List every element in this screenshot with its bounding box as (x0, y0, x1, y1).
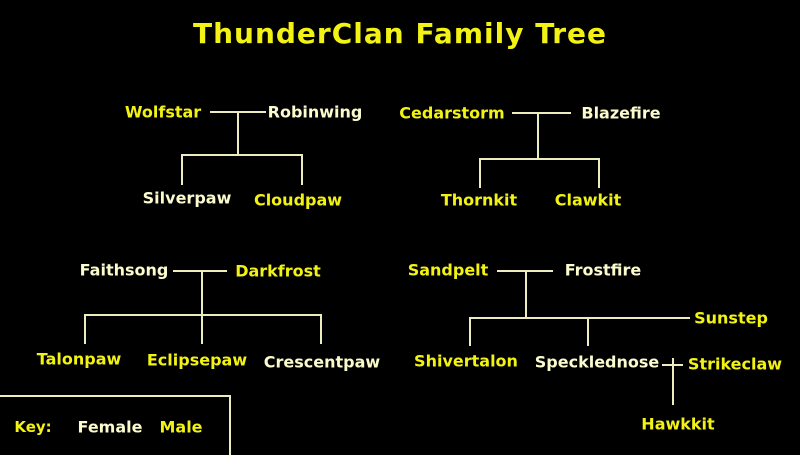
person-specklednose: Specklednose (534, 352, 660, 372)
child-drop-family2-left (479, 158, 481, 188)
key-label: Key: (14, 418, 52, 436)
person-crescentpaw: Crescentpaw (263, 352, 381, 372)
person-strikeclaw: Strikeclaw (687, 354, 783, 374)
person-shivertalon: Shivertalon (414, 351, 518, 371)
child-drop-family3-middle (201, 314, 203, 344)
descent-line-family2 (537, 112, 539, 160)
person-cloudpaw: Cloudpaw (253, 190, 343, 210)
descent-line-family1 (237, 111, 239, 156)
sibling-line-family2 (479, 158, 600, 160)
person-silverpaw: Silverpaw (142, 188, 232, 208)
person-talonpaw: Talonpaw (36, 349, 122, 369)
person-frostfire: Frostfire (564, 260, 642, 280)
person-sunstep: Sunstep (694, 308, 768, 328)
person-clawkit: Clawkit (554, 190, 622, 210)
person-sandpelt: Sandpelt (407, 260, 489, 280)
key-entry-male: Male (159, 417, 203, 437)
person-blazefire: Blazefire (581, 103, 661, 123)
person-thornkit: Thornkit (440, 190, 518, 210)
person-darkfrost: Darkfrost (235, 261, 321, 281)
sibling-line-family4 (469, 317, 690, 319)
couple-line-family3 (173, 270, 227, 272)
descent-line-specklednose-strikeclaw (672, 358, 674, 405)
child-drop-family1-right (301, 154, 303, 185)
key-box (0, 395, 231, 455)
child-drop-family3-right (320, 314, 322, 344)
child-drop-family4-left (469, 317, 471, 346)
person-robinwing: Robinwing (267, 102, 363, 122)
sibling-line-family3 (84, 314, 322, 316)
child-drop-family4-middle (587, 317, 589, 346)
person-hawkkit: Hawkkit (641, 414, 715, 434)
person-eclipsepaw: Eclipsepaw (146, 350, 248, 370)
person-wolfstar: Wolfstar (124, 102, 202, 122)
child-drop-family1-left (181, 154, 183, 185)
key-entry-female: Female (77, 417, 143, 437)
child-drop-family2-right (598, 158, 600, 188)
sibling-line-family1 (181, 154, 303, 156)
descent-line-family3 (201, 270, 203, 316)
person-cedarstorm: Cedarstorm (399, 103, 505, 123)
page-title: ThunderClan Family Tree (192, 17, 608, 50)
descent-line-family4 (525, 270, 527, 318)
child-drop-family3-left (84, 314, 86, 344)
couple-line-family2 (512, 112, 571, 114)
person-faithsong: Faithsong (79, 260, 169, 280)
